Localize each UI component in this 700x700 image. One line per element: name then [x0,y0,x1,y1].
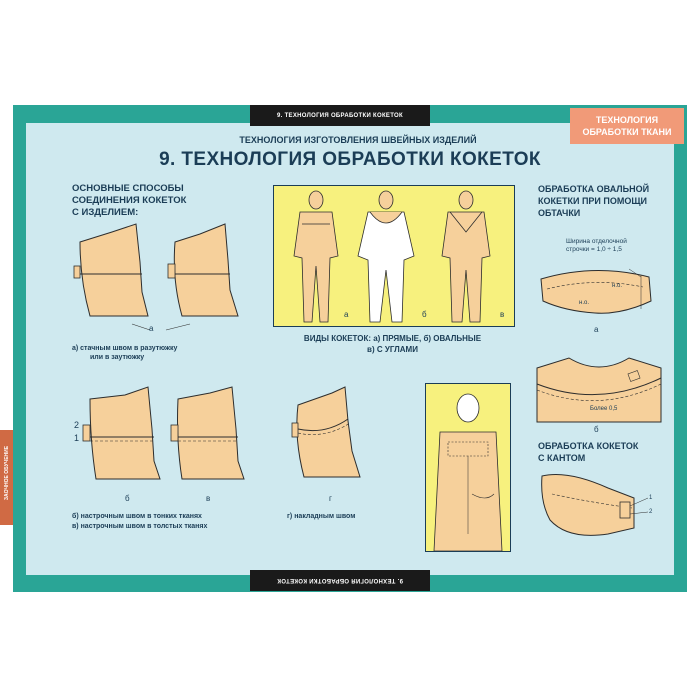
stitch-width-note: Ширина отделочной строчки = 1,0 ÷ 1,5 [566,238,627,254]
right-heading: ОБРАБОТКА ОВАЛЬНОЙ КОКЕТКИ ПРИ ПОМОЩИ ОБ… [538,183,649,219]
oval-yoke-diagram-a [540,268,652,314]
corner-badge: ТЕХНОЛОГИЯ ОБРАБОТКИ ТКАНИ [570,108,684,144]
stitch-width-line2: строчки = 1,0 ÷ 1,5 [566,246,622,253]
letter-v-center: в [500,310,505,319]
fashion-illustrations [293,190,491,323]
side-label [0,430,13,525]
label-2: 2 [74,420,80,430]
left-heading: ОСНОВНЫЕ СПОСОБЫ СОЕДИНЕНИЯ КОКЕТОК С ИЗ… [72,183,186,219]
no-label-1: н.о. [612,283,622,289]
yoke-types-caption-line1: ВИДЫ КОКЕТОК: а) ПРЯМЫЕ, б) ОВАЛЬНЫЕ [303,334,482,343]
oval-yoke-diagram-b [536,357,662,423]
yoke-types-caption-line2: в) С УГЛАМИ [367,345,418,354]
corner-badge-line1: ТЕХНОЛОГИЯ [595,115,659,125]
caption-g: г) накладным швом [287,513,356,520]
side-label-text: ЗАОЧНОЕ ОБУЧЕНИЕ [4,445,10,501]
piping-label-2: 2 [649,509,653,515]
caption-v: в) настрочным швом в толстых тканях [72,523,208,530]
letter-b-right: б [594,425,599,434]
letter-b-left: б [125,494,130,503]
corner-badge-line2: ОБРАБОТКИ ТКАНИ [582,127,672,137]
right-heading-line1: ОБРАБОТКА ОВАЛЬНОЙ [538,184,650,194]
letter-a-left: а [149,324,154,333]
piping-heading: ОБРАБОТКА КОКЕТОК С КАНТОМ [538,440,638,464]
piping-label-1: 1 [649,495,653,501]
left-heading-line2: СОЕДИНЕНИЯ КОКЕТОК [72,195,187,206]
letter-a-center: а [344,310,349,319]
dress-panel [425,383,511,552]
page-title: 9. ТЕХНОЛОГИЯ ОБРАБОТКИ КОКЕТОК [159,149,541,170]
letter-g-left: г [329,494,332,503]
right-heading-line3: ОБТАЧКИ [538,208,581,218]
caption-a: а) стачным швом в разутюжку или в заутюж… [72,344,177,362]
yoke-types-panel: а б в [273,185,515,327]
piping-diagram [541,474,649,536]
bottom-strip: 9. ТЕХНОЛОГИЯ ОБРАБОТКИ КОКЕТОК [250,570,430,591]
piping-heading-line1: ОБРАБОТКА КОКЕТОК [538,441,639,451]
subtitle: ТЕХНОЛОГИЯ ИЗГОТОВЛЕНИЯ ШВЕЙНЫХ ИЗДЕЛИЙ [239,135,477,145]
left-heading-line3: С ИЗДЕЛИЕМ: [72,207,139,218]
letter-v-left: в [206,494,211,503]
yoke-types-caption: ВИДЫ КОКЕТОК: а) ПРЯМЫЕ, б) ОВАЛЬНЫЕ в) … [285,333,500,355]
caption-b: б) настрочным швом в тонких тканях [72,513,202,520]
left-heading-line1: ОСНОВНЫЕ СПОСОБЫ [72,183,184,194]
caption-a-line1: а) стачным швом в разутюжку [72,345,178,352]
right-heading-line2: КОКЕТКИ ПРИ ПОМОЩИ [538,196,647,206]
label-1: 1 [74,433,80,443]
letter-a-right: а [594,325,599,334]
seam-diagram-bvg [82,386,361,480]
stitch-width-line1: Ширина отделочной [566,238,627,245]
piping-heading-line2: С КАНТОМ [538,453,586,463]
letter-b-center: б [422,310,427,319]
dress-illustration [433,393,503,552]
more-than-label: Более 0,5 [590,406,618,412]
top-strip: 9. ТЕХНОЛОГИЯ ОБРАБОТКИ КОКЕТОК [250,105,430,126]
no-label-2: н.о. [579,300,589,306]
seam-diagram-a [73,223,239,331]
caption-a-line2: или в заутюжку [90,354,145,361]
